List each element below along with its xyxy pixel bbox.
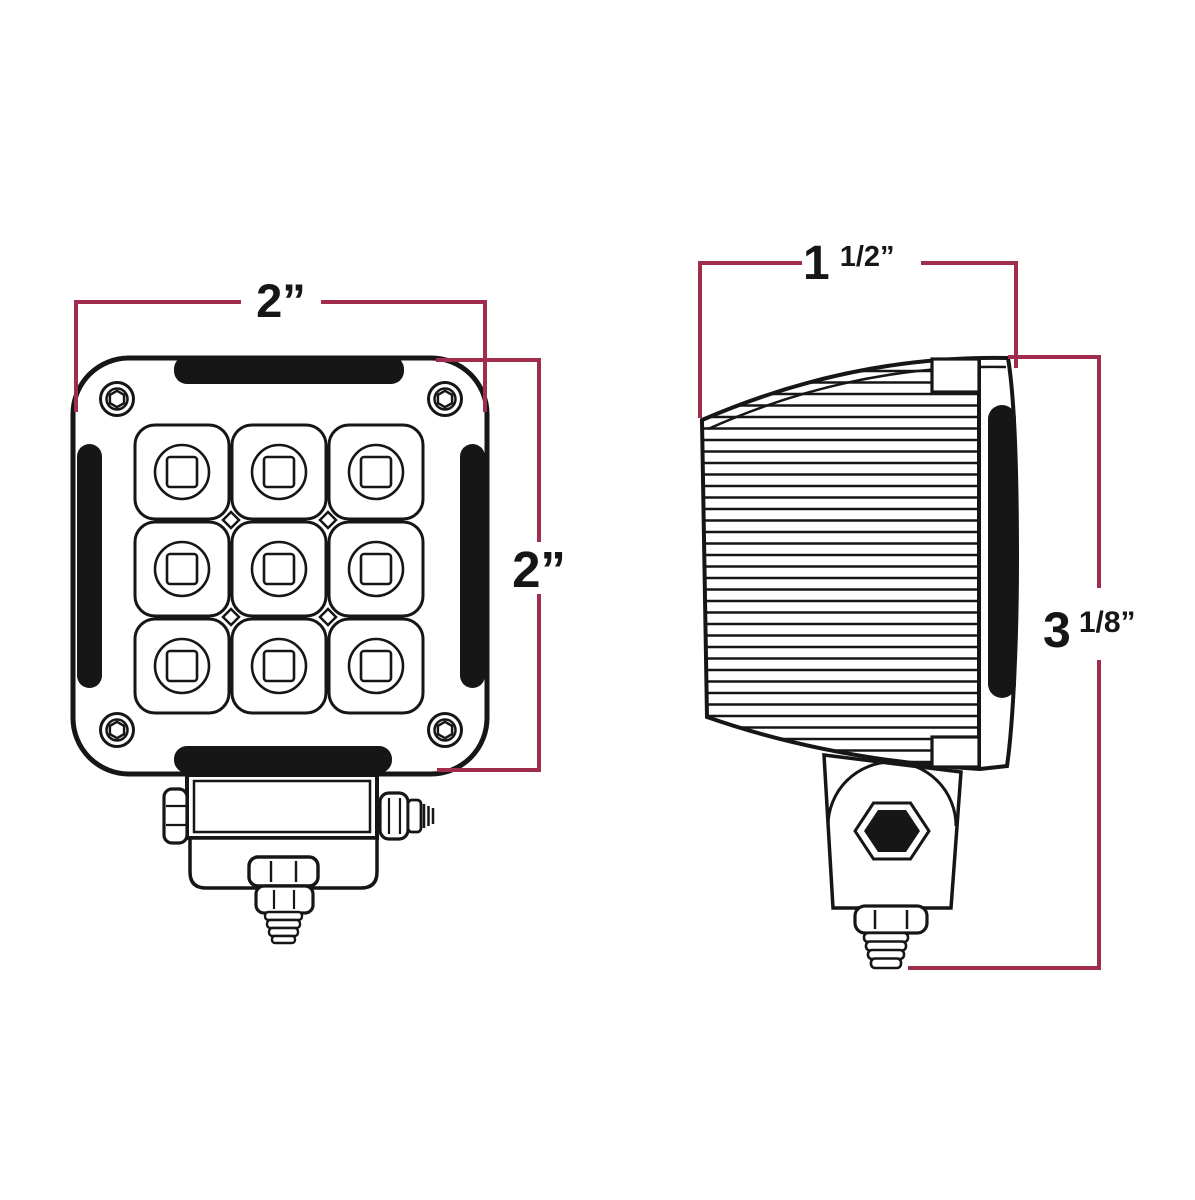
led-module: [230, 617, 328, 715]
left-bolt-facets: [166, 804, 186, 827]
side-stud-assembly: [853, 904, 929, 970]
side-lens-strip: [988, 405, 1016, 698]
side-width-whole: 1: [803, 237, 830, 290]
corner-screw: [427, 712, 463, 748]
left-side-strip: [77, 444, 102, 688]
bracket-upper-block: [185, 773, 379, 840]
corner-screw: [99, 381, 135, 417]
led-module: [133, 617, 231, 715]
side-width-label: 1 1/2”: [803, 237, 895, 290]
right-bolt-tip: [406, 798, 423, 834]
led-module: [230, 423, 328, 521]
bottom-vent-slot: [174, 746, 392, 773]
side-height-whole: 3: [1043, 602, 1071, 658]
stud-upper-nut: [247, 855, 320, 888]
top-vent-slot: [174, 356, 404, 384]
led-module: [327, 423, 425, 521]
bottom-rear-tab: [930, 735, 981, 769]
side-width-fraction: 1/2”: [840, 241, 895, 273]
side-height-dimension-line: [908, 355, 1101, 970]
led-grid: [133, 423, 425, 715]
led-module: [230, 520, 328, 618]
front-view: [70, 355, 490, 945]
led-module: [327, 520, 425, 618]
dimension-lines: [74, 261, 1101, 970]
right-nut-facets: [387, 798, 402, 834]
corner-screw: [427, 381, 463, 417]
right-side-nut: [378, 791, 410, 841]
side-housing-outline: [699, 355, 1020, 772]
led-module: [327, 617, 425, 715]
corner-screw: [99, 712, 135, 748]
side-view: [699, 355, 1020, 970]
side-height-fraction: 1/8”: [1079, 606, 1136, 639]
front-mounting-bracket: [162, 773, 435, 945]
front-threaded-stud: [263, 910, 304, 945]
left-side-bolt: [162, 787, 189, 845]
stud-lower-nut-facets: [272, 890, 296, 909]
stud-upper-nut-facets: [269, 861, 298, 882]
pivot-hex-bolt: [864, 810, 920, 852]
bracket-upper-inner-line: [192, 779, 372, 834]
front-width-dimension-line: [74, 300, 487, 412]
side-width-dimension-line: [698, 261, 1018, 418]
top-rear-tab: [930, 357, 981, 394]
stud-lower-nut: [254, 884, 315, 915]
right-bolt-threads: [422, 804, 435, 828]
bracket-pivot-arc: [826, 760, 958, 827]
led-module: [133, 423, 231, 521]
front-height-label: 2”: [512, 541, 566, 598]
front-height-dimension-line: [436, 358, 541, 772]
side-stud-nut-facets: [873, 910, 909, 929]
right-side-strip: [460, 444, 485, 688]
led-module: [133, 520, 231, 618]
side-stud-nut: [853, 904, 929, 935]
front-width-label: 2”: [256, 274, 306, 327]
